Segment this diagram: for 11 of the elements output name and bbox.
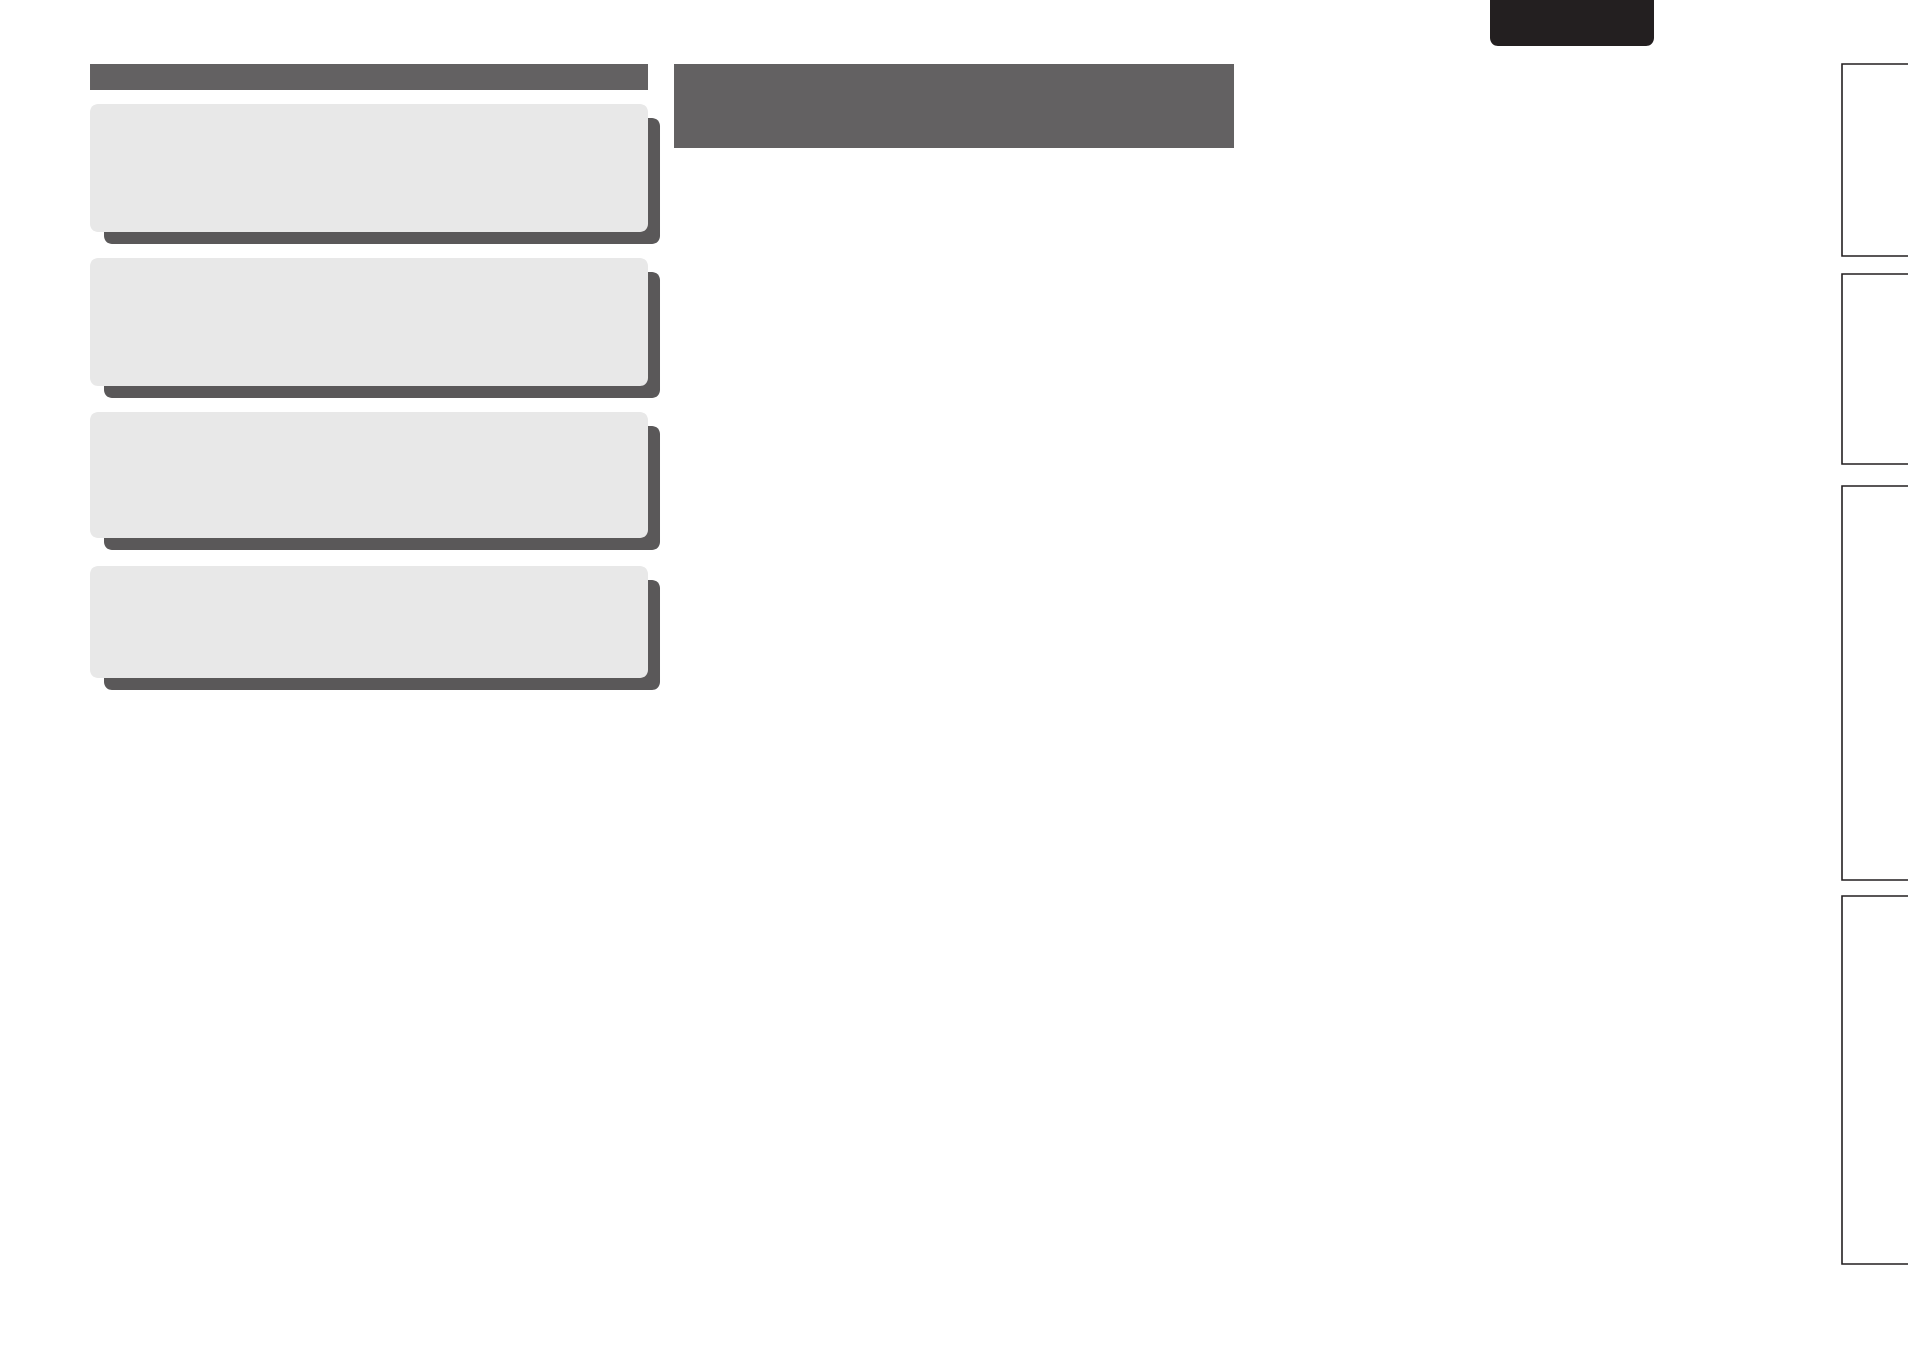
card [90, 566, 660, 690]
side-tab [1841, 273, 1908, 465]
card [90, 258, 660, 398]
side-tab [1841, 63, 1908, 257]
tab [1490, 0, 1654, 46]
side-tab [1841, 895, 1908, 1265]
header-bar [90, 64, 648, 90]
card [90, 412, 660, 550]
card [90, 104, 660, 244]
side-tab [1841, 485, 1908, 881]
title-band [674, 64, 1234, 148]
